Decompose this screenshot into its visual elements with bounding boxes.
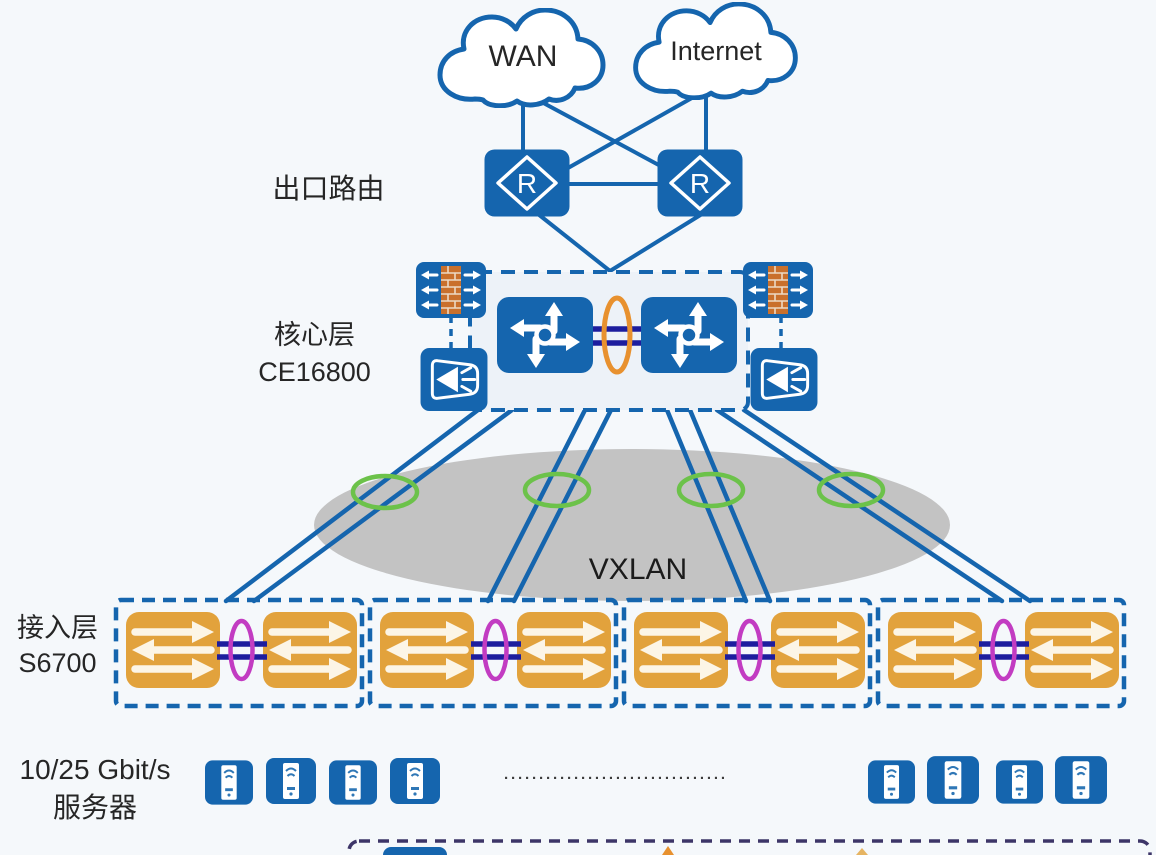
server-icon — [868, 760, 915, 804]
vxlan-label: VXLAN — [588, 553, 688, 586]
access-stack-links — [217, 618, 1029, 682]
servers-speed: 10/25 Gbit/s — [19, 754, 171, 785]
uplink-lines — [521, 88, 708, 273]
server-group-left — [205, 757, 440, 805]
egress-router-icon — [483, 148, 571, 218]
firewall-icon — [416, 262, 486, 318]
access-layer-model: S6700 — [18, 648, 97, 678]
egress-router-icon — [656, 148, 744, 218]
core-layer-model: CE16800 — [258, 357, 371, 387]
server-group-right — [868, 756, 1107, 804]
servers-name: 服务器 — [52, 792, 137, 823]
core-layer-label: 核心层 CE16800 — [242, 317, 387, 391]
server-icon — [927, 756, 979, 804]
core-layer-name: 核心层 — [274, 320, 355, 350]
core-switch-icon — [497, 297, 593, 373]
core-switch-icon — [641, 297, 737, 373]
load-balancer-icon — [420, 348, 488, 411]
vxlan-overlay-ellipse — [314, 449, 950, 601]
vxlan-tunnel-rings — [350, 471, 886, 511]
servers-ellipsis: ·································· — [504, 770, 724, 787]
servers-label: 10/25 Gbit/s 服务器 — [0, 751, 190, 827]
server-icon — [205, 760, 253, 805]
load-balancer-icon — [750, 348, 818, 411]
server-icon — [329, 760, 377, 805]
firewall-icon — [743, 262, 813, 318]
core-stack-link — [593, 295, 641, 375]
server-icon — [1055, 756, 1107, 804]
wan-cloud-label: WAN — [488, 40, 558, 73]
internet-cloud-label: Internet — [670, 36, 762, 66]
server-icon — [390, 757, 440, 805]
access-group-boxes — [113, 597, 1127, 709]
access-layer-name: 接入层 — [17, 613, 98, 643]
egress-layer-label: 出口路由 — [272, 173, 385, 204]
bottom-partial-group — [347, 839, 1152, 855]
server-icon — [996, 760, 1043, 804]
server-icon — [266, 757, 316, 805]
access-layer-label: 接入层 S6700 — [0, 611, 115, 681]
